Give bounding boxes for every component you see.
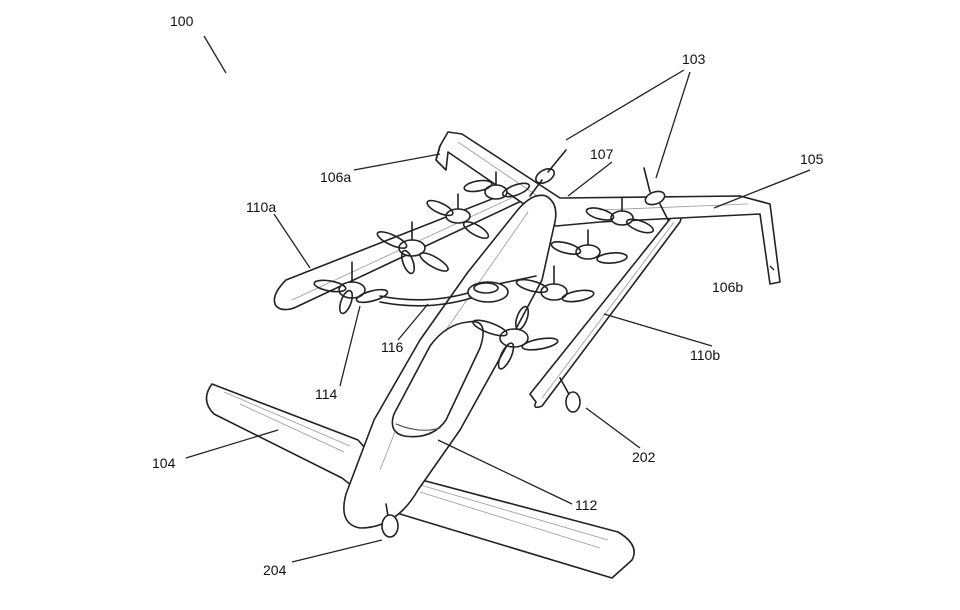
rotor-r4	[585, 197, 655, 234]
label-112: 112	[575, 497, 598, 513]
label-103: 103	[682, 51, 706, 67]
rotor-r2	[515, 265, 595, 303]
label-110a: 110a	[246, 199, 276, 215]
label-105: 105	[800, 151, 824, 167]
reference-labels: 100 103 107 105 106a 106b 110a 110b 116 …	[152, 13, 824, 578]
lift-rotors-right	[472, 197, 655, 370]
rotor-r1	[472, 305, 559, 370]
center-hub	[467, 281, 509, 303]
rotor-l2	[376, 221, 449, 275]
rotor-l1	[313, 261, 389, 315]
leader-lines	[185, 35, 811, 563]
rotor-l4	[463, 171, 531, 200]
fuselage	[343, 194, 557, 529]
landing-gear-204	[381, 503, 399, 538]
label-204: 204	[263, 562, 287, 578]
label-106a: 106a	[320, 169, 351, 185]
label-107: 107	[590, 146, 614, 162]
rotor-l3	[426, 193, 490, 240]
label-116: 116	[381, 339, 404, 355]
label-100: 100	[170, 13, 194, 29]
tilt-propeller-right	[643, 167, 669, 221]
label-114: 114	[315, 386, 338, 402]
label-106b: 106b	[712, 279, 743, 295]
tilt-propeller-left	[529, 149, 567, 197]
label-104: 104	[152, 455, 176, 471]
label-202: 202	[632, 449, 656, 465]
rotor-r3	[550, 229, 628, 264]
lift-rotors-left	[313, 171, 531, 315]
landing-gear-202	[559, 377, 581, 413]
label-110b: 110b	[690, 347, 720, 363]
